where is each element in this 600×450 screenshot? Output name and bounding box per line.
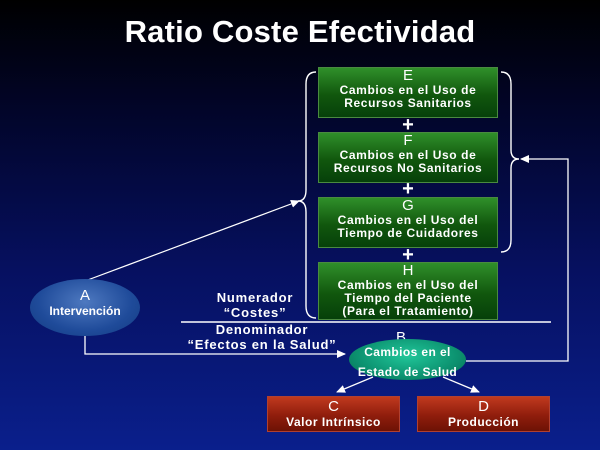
box-h-letter: H — [402, 262, 414, 279]
box-f-text-1: Cambios en el Uso de — [339, 148, 477, 162]
box-h-text-2: Tiempo del Paciente — [344, 291, 472, 305]
plus-sign-3: + — [402, 244, 414, 266]
numerator-label: Numerador “Costes” — [205, 290, 305, 320]
box-g-tiempo-cuidadores: G Cambios en el Uso del Tiempo de Cuidad… — [318, 197, 498, 248]
box-e-letter: E — [402, 67, 413, 84]
arrow-b-to-costs — [466, 155, 569, 362]
box-c-valor-intrinsico: C Valor Intrínsico — [267, 396, 400, 432]
box-g-text-1: Cambios en el Uso del — [337, 213, 479, 227]
box-h-text-1: Cambios en el Uso del — [337, 278, 479, 292]
arrow-a-to-b — [84, 336, 346, 358]
left-brace — [297, 71, 317, 319]
box-c-text: Valor Intrínsico — [286, 415, 381, 429]
box-h-text-3: (Para el Tratamiento) — [342, 304, 474, 318]
slide-title: Ratio Coste Efectividad — [124, 14, 476, 49]
box-c-letter: C — [328, 398, 339, 415]
numerator-line-1: Numerador — [216, 290, 294, 305]
node-b-letter: B — [396, 329, 407, 346]
node-b-estado-salud: Cambios en el Estado de Salud — [349, 339, 466, 380]
box-d-text: Producción — [447, 415, 519, 429]
box-g-text-2: Tiempo de Cuidadores — [337, 226, 479, 240]
box-f-letter: F — [403, 132, 413, 149]
node-a-intervencion: A Intervención — [30, 279, 140, 336]
plus-sign-2: + — [402, 178, 414, 200]
box-e-recursos-sanitarios: E Cambios en el Uso de Recursos Sanitari… — [318, 67, 498, 118]
box-h-tiempo-paciente: H Cambios en el Uso del Tiempo del Pacie… — [318, 262, 498, 320]
box-d-produccion: D Producción — [417, 396, 550, 432]
box-d-letter: D — [478, 398, 489, 415]
box-f-text-2: Recursos No Sanitarios — [333, 161, 483, 175]
numerator-line-2: “Costes” — [223, 305, 287, 320]
plus-sign-1: + — [402, 114, 414, 136]
arrow-b-to-c — [336, 376, 374, 393]
node-a-letter: A — [79, 287, 90, 304]
denominator-line-1: Denominador — [215, 322, 309, 337]
node-b-text-2: Estado de Salud — [357, 365, 458, 379]
box-e-text-2: Recursos Sanitarios — [344, 96, 472, 110]
denominator-label: Denominador “Efectos en la Salud” — [182, 322, 342, 352]
denominator-line-2: “Efectos en la Salud” — [187, 337, 337, 352]
node-a-text: Intervención — [49, 304, 121, 318]
arrow-b-to-d — [442, 376, 480, 393]
box-g-letter: G — [402, 197, 414, 214]
box-f-recursos-no-sanitarios: F Cambios en el Uso de Recursos No Sanit… — [318, 132, 498, 183]
node-b-text-1: Cambios en el — [364, 345, 451, 359]
arrow-a-to-costs — [84, 200, 300, 282]
right-brace — [500, 71, 520, 253]
box-e-text-1: Cambios en el Uso de — [339, 83, 477, 97]
